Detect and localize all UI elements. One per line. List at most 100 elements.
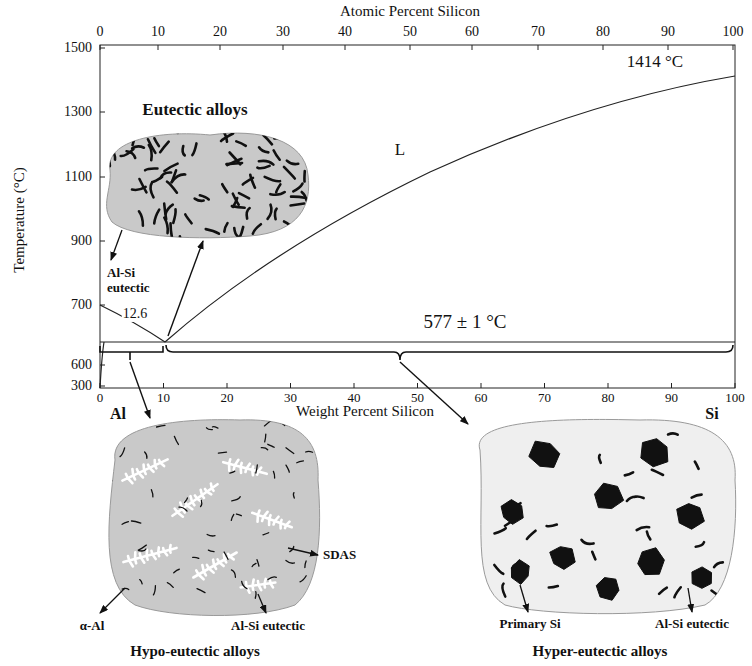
- tick-mark: [481, 383, 482, 388]
- tick-mark: [733, 45, 734, 50]
- si-flake: [287, 161, 298, 165]
- tick-mark: [345, 45, 346, 50]
- si-flake: [167, 583, 173, 588]
- tick-label: 100: [724, 391, 746, 406]
- tick-mark: [538, 45, 539, 50]
- si-flake: [232, 497, 241, 501]
- axis-title: Temperature (°C): [11, 166, 28, 273]
- al-liquidus: [100, 305, 165, 342]
- si-flake: [305, 561, 306, 567]
- si-flake: [180, 236, 182, 247]
- primary-si-crystal: [550, 547, 575, 570]
- callout-label: SDAS: [322, 548, 357, 563]
- si-flake: [255, 592, 257, 599]
- si-flake: [207, 534, 215, 536]
- si-flake: [164, 204, 166, 220]
- tick-mark: [283, 45, 284, 50]
- si-flake: [174, 569, 180, 573]
- si-flake: [303, 171, 306, 182]
- si-flake: [302, 192, 307, 201]
- si-flake: [674, 587, 680, 597]
- si-flake: [157, 425, 165, 427]
- eutectic-si-strokes: [106, 125, 307, 246]
- si-flake: [139, 211, 143, 225]
- si-flake: [133, 131, 135, 145]
- si-flake: [230, 471, 235, 473]
- callout-label: Al-Si eutectic: [654, 617, 730, 632]
- si-flake: [659, 588, 667, 594]
- primary-si-crystal: [595, 483, 624, 508]
- si-flake: [263, 533, 269, 535]
- tick-mark: [220, 45, 221, 50]
- si-flake: [148, 139, 155, 153]
- hypo-micrograph: [109, 420, 320, 616]
- tick-label: 50: [402, 24, 418, 40]
- tick-mark: [410, 45, 411, 50]
- si-flake: [166, 205, 173, 214]
- tick-label: 0: [96, 391, 105, 406]
- si-flake: [179, 507, 187, 511]
- si-flake: [696, 542, 704, 547]
- si-flake: [695, 462, 699, 469]
- tick-label: 1300: [63, 104, 93, 120]
- callout-leader: [288, 548, 318, 555]
- si-liquidus: [165, 76, 735, 342]
- si-flake: [291, 203, 305, 205]
- tick-label: 60: [464, 24, 480, 40]
- si-flake: [131, 521, 140, 523]
- si-flake: [270, 192, 284, 195]
- si-flake: [160, 142, 169, 152]
- si-flake: [265, 177, 280, 181]
- element-label: Si: [704, 405, 719, 423]
- hyper-texture: [494, 433, 723, 600]
- si-flake: [273, 471, 274, 478]
- si-flake: [201, 500, 202, 506]
- si-flake: [121, 149, 134, 156]
- si-flake: [261, 448, 267, 450]
- si-flake: [274, 138, 289, 141]
- si-flake: [268, 577, 276, 580]
- callout-leader: [688, 588, 692, 612]
- tick-label: 10: [150, 24, 166, 40]
- tick-label: 600: [70, 357, 93, 373]
- si-flake: [227, 159, 241, 165]
- alpha-al-dendrite: [241, 579, 276, 593]
- tick-label: 80: [601, 391, 616, 406]
- panel-title: Eutectic alloys: [141, 100, 248, 120]
- si-flake: [268, 205, 272, 219]
- primary-si-crystal: [529, 441, 560, 467]
- si-flake: [253, 224, 261, 233]
- tick-label: 100: [722, 24, 745, 40]
- hypo-texture: [102, 420, 313, 599]
- si-flake: [286, 560, 295, 563]
- si-flake: [668, 433, 678, 434]
- hypo-bracket: [100, 346, 163, 360]
- si-flake: [295, 135, 305, 141]
- si-flake: [231, 514, 234, 520]
- tick-label: 20: [220, 391, 235, 406]
- tick-label: 40: [337, 24, 353, 40]
- pointer-arrow: [168, 241, 203, 336]
- si-flake: [172, 170, 176, 182]
- tick-mark: [472, 45, 473, 50]
- tick-label: 700: [70, 297, 93, 313]
- si-flake: [111, 146, 115, 159]
- si-flake: [494, 528, 505, 533]
- si-flake: [549, 586, 558, 587]
- si-flake: [174, 436, 178, 444]
- primary-si-crystal: [511, 560, 529, 585]
- si-flake: [281, 422, 285, 425]
- si-flake: [276, 184, 280, 192]
- si-flake: [200, 195, 209, 199]
- tick-label: 30: [275, 24, 291, 40]
- si-flake: [284, 221, 293, 229]
- alpha-al-dendrite: [223, 459, 266, 475]
- tick-label: 300: [70, 378, 93, 394]
- si-flake: [268, 444, 274, 447]
- si-flake: [652, 470, 663, 475]
- tick-mark: [100, 48, 105, 49]
- si-flake: [218, 451, 226, 453]
- si-flake: [173, 209, 175, 223]
- si-flake: [635, 497, 644, 499]
